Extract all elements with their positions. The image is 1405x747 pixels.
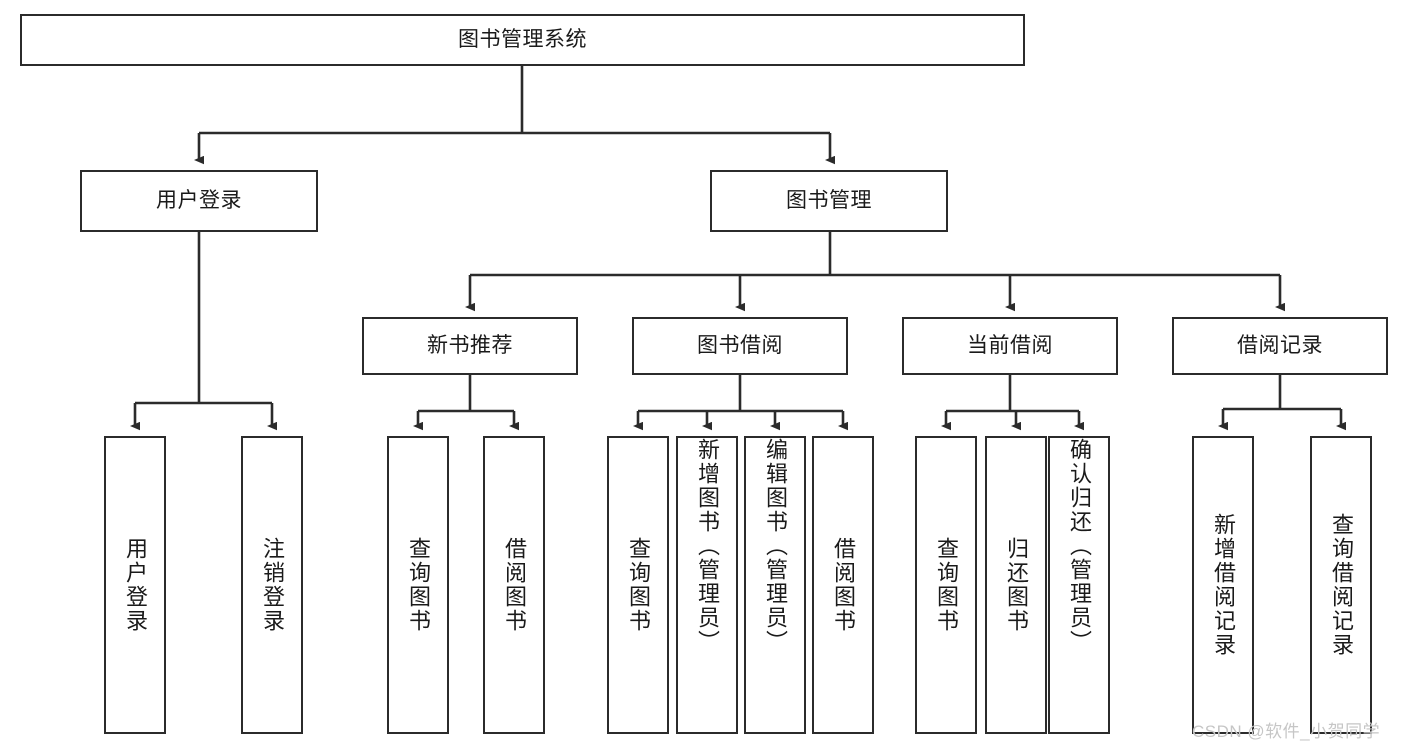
node-user-login[interactable]: 用户登录 [80,170,318,232]
leaf-logout-label: 注销登录 [259,537,285,633]
leaf-user-login[interactable]: 用户登录 [104,436,166,734]
node-book-borrow[interactable]: 图书借阅 [632,317,848,375]
leaf-add-borrow-record[interactable]: 新增借阅记录 [1192,436,1254,734]
leaf-query-books-current-label: 查询图书 [933,537,959,633]
leaf-add-borrow-record-label: 新增借阅记录 [1210,513,1236,657]
node-user-login-label: 用户登录 [156,188,242,212]
leaf-edit-book-admin-label: 编辑图书（管理员） [762,438,788,654]
leaf-borrow-books[interactable]: 借阅图书 [812,436,874,734]
node-current-borrow-label: 当前借阅 [967,333,1053,357]
node-borrow-records-label: 借阅记录 [1237,333,1323,357]
node-root[interactable]: 图书管理系统 [20,14,1025,66]
node-new-book-recommend-label: 新书推荐 [427,333,513,357]
leaf-query-books-recommend-label: 查询图书 [405,537,431,633]
leaf-borrow-books-recommend[interactable]: 借阅图书 [483,436,545,734]
node-book-management[interactable]: 图书管理 [710,170,948,232]
node-current-borrow[interactable]: 当前借阅 [902,317,1118,375]
leaf-borrow-books-recommend-label: 借阅图书 [501,537,527,633]
node-root-label: 图书管理系统 [458,27,587,51]
leaf-confirm-return-admin-label: 确认归还（管理员） [1066,438,1092,654]
leaf-user-login-label: 用户登录 [122,537,148,633]
leaf-confirm-return-admin[interactable]: 确认归还（管理员） [1048,436,1110,734]
leaf-return-books[interactable]: 归还图书 [985,436,1047,734]
leaf-query-books-borrow-label: 查询图书 [625,537,651,633]
leaf-borrow-books-label: 借阅图书 [830,537,856,633]
leaf-add-book-admin-label: 新增图书（管理员） [694,438,720,654]
node-book-borrow-label: 图书借阅 [697,333,783,357]
leaf-query-borrow-record[interactable]: 查询借阅记录 [1310,436,1372,734]
node-book-management-label: 图书管理 [786,188,872,212]
leaf-logout[interactable]: 注销登录 [241,436,303,734]
leaf-return-books-label: 归还图书 [1003,537,1029,633]
leaf-query-books-borrow[interactable]: 查询图书 [607,436,669,734]
leaf-query-books-current[interactable]: 查询图书 [915,436,977,734]
leaf-query-books-recommend[interactable]: 查询图书 [387,436,449,734]
leaf-add-book-admin[interactable]: 新增图书（管理员） [676,436,738,734]
leaf-edit-book-admin[interactable]: 编辑图书（管理员） [744,436,806,734]
csdn-watermark: CSDN @软件_小贺同学 [1192,722,1381,741]
node-new-book-recommend[interactable]: 新书推荐 [362,317,578,375]
node-borrow-records[interactable]: 借阅记录 [1172,317,1388,375]
leaf-query-borrow-record-label: 查询借阅记录 [1328,513,1354,657]
